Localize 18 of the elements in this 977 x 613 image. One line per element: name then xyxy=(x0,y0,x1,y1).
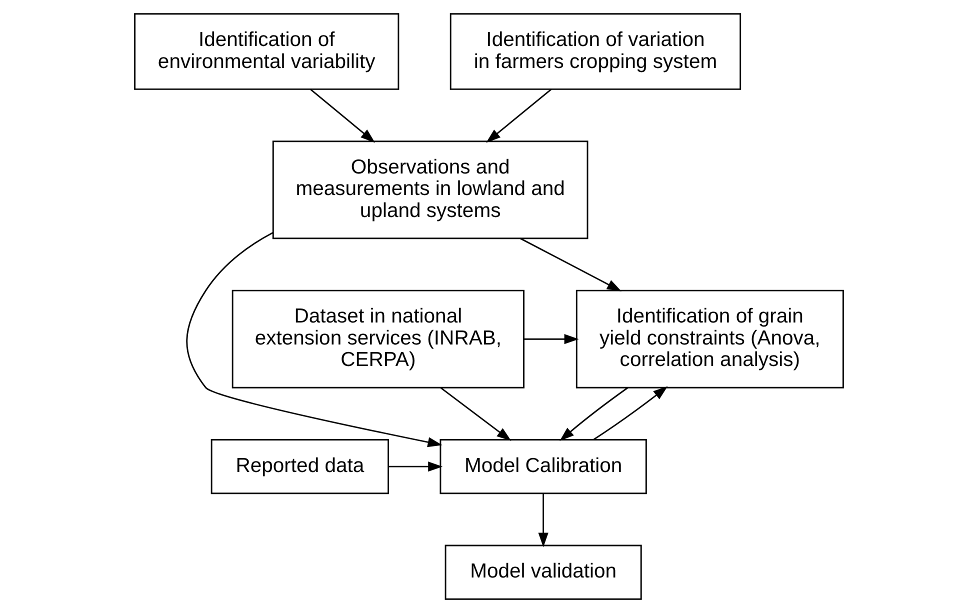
arrow xyxy=(592,386,668,440)
arrow xyxy=(388,462,442,472)
arrow xyxy=(520,238,622,292)
node-box: Model validation xyxy=(444,544,642,600)
node-box: Identification of variation in farmers cropping system xyxy=(449,13,741,90)
arrow xyxy=(440,387,511,441)
node-box: Reported data xyxy=(210,439,389,494)
arrow xyxy=(310,88,375,143)
node-box: Identification of environmental variability xyxy=(134,13,399,90)
arrow xyxy=(186,232,442,448)
arrow xyxy=(486,88,552,143)
node-box: Identification of grain yield constraints (Anova, correlation analysis) xyxy=(575,290,844,388)
arrow xyxy=(559,387,628,442)
node-box: Model Calibration xyxy=(439,439,646,494)
node-box: Dataset in national extension services (INRAB, CERPA) xyxy=(231,290,524,388)
node-box: Observations and measurements in lowland and upland systems xyxy=(272,140,588,240)
arrow xyxy=(538,493,548,548)
arrow xyxy=(523,334,578,344)
